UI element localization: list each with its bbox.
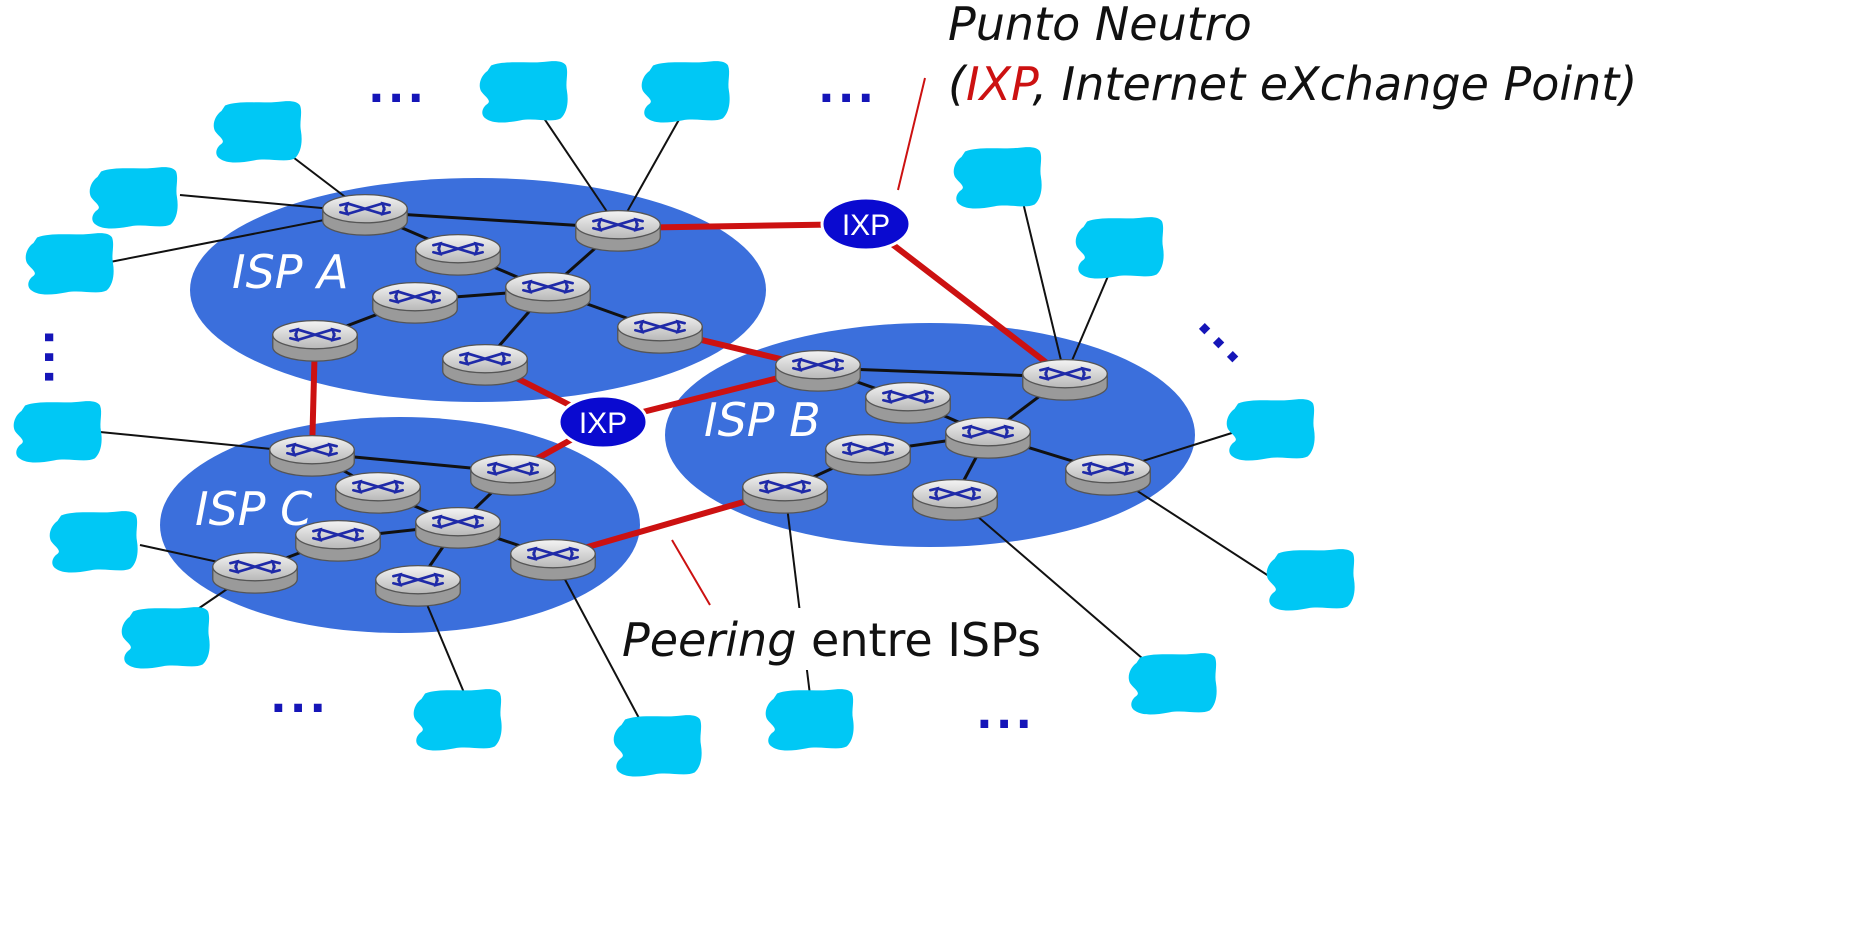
peering-annotation-rest: entre ISPs (796, 613, 1041, 667)
router-c3 (334, 471, 422, 515)
router-c8 (374, 564, 462, 608)
router-b1 (774, 349, 862, 393)
access-network-cloud (1075, 217, 1164, 279)
ellipsis-marker: ... (1188, 298, 1266, 376)
peering-link-ixp1-b (863, 221, 1068, 380)
ixp-node-1: IXP (820, 196, 912, 252)
router-b3 (864, 381, 952, 425)
router-c7 (211, 551, 299, 595)
router-b5 (824, 433, 912, 477)
router-c6 (509, 538, 597, 582)
router-a2 (574, 209, 662, 253)
ixp-annotation-ixp-word: IXP (966, 57, 1039, 111)
ixp-annotation-title: Punto Neutro (948, 0, 1252, 51)
ixp-node-2: IXP (557, 394, 649, 450)
router-a1 (321, 193, 409, 237)
peering-annotation: Peering entre ISPs (615, 608, 1041, 670)
access-network-cloud (413, 689, 502, 751)
access-network-cloud (213, 101, 302, 163)
isp-c-label: ISP C (195, 482, 312, 536)
router-c1 (268, 434, 356, 478)
router-b4 (944, 416, 1032, 460)
ellipsis-marker: ... (34, 329, 85, 388)
ixp-annotation-rest: , Internet eXchange Point) (1032, 57, 1637, 111)
access-network-cloud (1266, 549, 1355, 611)
router-b6 (1064, 453, 1152, 497)
access-network-cloud (479, 61, 568, 123)
ellipsis-marker: ... (818, 62, 877, 113)
access-network-cloud (613, 715, 702, 777)
ixp-annotation-paren: ( (948, 57, 968, 111)
router-a4 (504, 271, 592, 315)
ixp-annotation-subtitle: (IXP, Internet eXchange Point) (948, 57, 1637, 111)
router-c2 (469, 453, 557, 497)
ixp-annotation: Punto Neutro (IXP, Internet eXchange Poi… (948, 0, 1637, 111)
peering-annotation-text: Peering entre ISPs (622, 613, 1041, 667)
access-network-cloud (25, 233, 114, 295)
access-network-cloud (765, 689, 854, 751)
router-b7 (741, 471, 829, 515)
isp-a-label: ISP A (232, 245, 349, 299)
ixp-node-1-label: IXP (842, 209, 890, 242)
ellipsis-marker: ... (270, 672, 329, 723)
access-network-cloud (953, 147, 1042, 209)
router-a8 (441, 343, 529, 387)
isp-b-label: ISP B (704, 393, 821, 447)
ellipsis-marker: ... (368, 62, 427, 113)
router-a7 (616, 311, 704, 355)
access-network-cloud (1128, 653, 1217, 715)
peering-callout-line (671, 539, 711, 606)
ixp-callout-line (897, 77, 926, 191)
access-network-cloud (121, 607, 210, 669)
router-b8 (911, 478, 999, 522)
router-a5 (371, 281, 459, 325)
access-network-cloud (641, 61, 730, 123)
ixp-node-2-label: IXP (579, 407, 627, 440)
router-a6 (271, 319, 359, 363)
access-network-cloud (49, 511, 138, 573)
router-a3 (414, 233, 502, 277)
router-b2 (1021, 358, 1109, 402)
access-network-cloud (89, 167, 178, 229)
peering-annotation-italic: Peering (622, 613, 796, 667)
access-network-cloud (13, 401, 102, 463)
access-network-cloud (1226, 399, 1315, 461)
ellipsis-marker: ... (976, 688, 1035, 739)
router-c4 (414, 506, 502, 550)
